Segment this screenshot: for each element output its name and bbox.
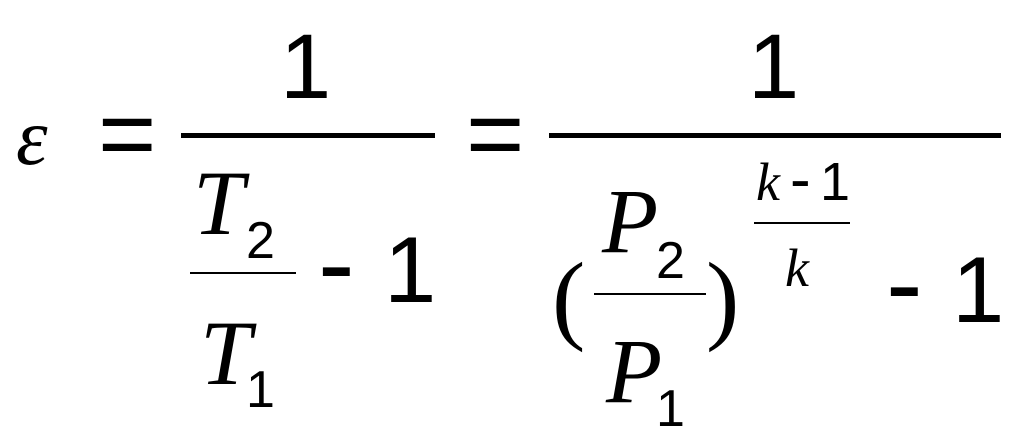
fraction-1-numerator: 1 — [280, 16, 331, 118]
p2-subscript: 2 — [656, 232, 685, 290]
fraction-2-denominator-one: 1 — [952, 237, 1004, 342]
fraction-1-minus: - — [318, 202, 355, 325]
t1-base: T — [200, 302, 257, 404]
t1-subscript: 1 — [246, 361, 275, 419]
fraction-2-bar — [549, 133, 1001, 138]
exponent-minus: - — [790, 145, 811, 214]
p1-subscript: 1 — [656, 380, 685, 438]
fraction-1-denominator-one: 1 — [384, 217, 436, 322]
fraction-1-bar — [181, 133, 435, 138]
equals-sign-2: = — [466, 78, 524, 190]
p2-base: P — [601, 170, 658, 272]
close-paren: ) — [706, 242, 739, 353]
t-ratio-bar — [190, 272, 296, 274]
p-ratio-bar — [594, 293, 706, 295]
open-paren: ( — [552, 242, 585, 353]
t2-base: T — [193, 152, 250, 254]
fraction-2-minus: - — [886, 222, 923, 345]
exponent-bar — [754, 222, 850, 224]
t2-subscript: 2 — [246, 212, 275, 270]
equals-sign-1: = — [98, 78, 156, 190]
exponent-k: k — [756, 152, 781, 212]
epsilon-symbol: ε — [16, 94, 48, 182]
p1-base: P — [605, 320, 662, 422]
exponent-denominator-k: k — [785, 238, 810, 298]
exponent-one: 1 — [820, 152, 850, 212]
fraction-2-numerator: 1 — [748, 16, 799, 118]
